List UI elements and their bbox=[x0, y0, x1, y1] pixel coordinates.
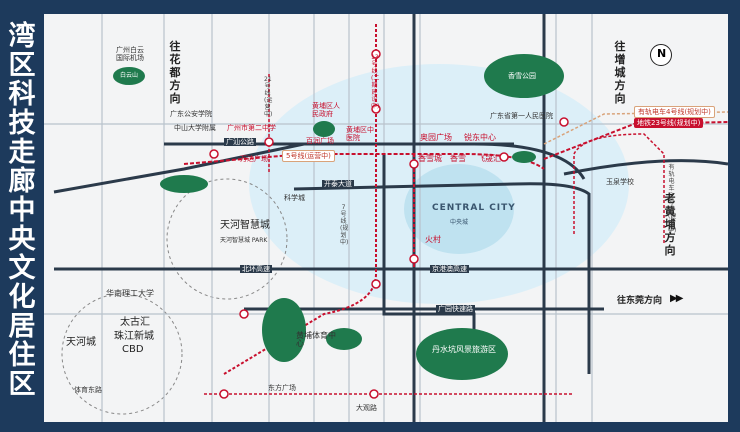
metro-tag-line7: 7号线(规划中) bbox=[340, 204, 349, 246]
district-cbd: CBD bbox=[122, 344, 144, 355]
zhihui-circle bbox=[166, 178, 288, 300]
compass-letter: N bbox=[657, 47, 667, 60]
project-name-cn: 中央城 bbox=[450, 219, 469, 226]
major-roads bbox=[53, 14, 728, 422]
cbd-circle bbox=[61, 293, 183, 415]
poi-hospital: 黄埔区中医院 bbox=[346, 126, 374, 142]
park-feixiang bbox=[512, 151, 536, 163]
park-huangpu bbox=[313, 121, 335, 137]
poi-aoyuan: 奥园广场 bbox=[420, 133, 452, 142]
compass: N bbox=[650, 44, 672, 66]
district-sports: 黄埔体育中心 bbox=[296, 331, 336, 348]
district-danshuikeng: 丹水坑风景旅游区 bbox=[432, 345, 496, 354]
metro-line7 bbox=[223, 24, 377, 375]
metro-tag-line13-vertical: 13号线(二期建设中) bbox=[371, 54, 380, 110]
poi-feixiang: 飞晟汇 bbox=[477, 154, 501, 163]
label-east1: 东方广场 bbox=[268, 384, 296, 392]
road-jingzhu: 京港澳高速 bbox=[430, 265, 469, 273]
park-xiangxue bbox=[484, 54, 564, 98]
dir-dongguan: 往东莞方向 bbox=[617, 296, 663, 306]
park-sports bbox=[262, 298, 306, 362]
label-hosp1: 广东省第一人民医院 bbox=[490, 112, 553, 120]
poi-xiangxuecheng: 香雪城 bbox=[418, 154, 442, 163]
metro-line13 bbox=[183, 153, 545, 170]
district-zhihui-park: 天河智慧城 PARK bbox=[220, 237, 268, 244]
metro-tag-line5: 5号线(运营中) bbox=[282, 150, 335, 162]
park-south bbox=[326, 328, 362, 350]
label-tyd: 体育东路 bbox=[74, 386, 102, 394]
tram-line4 bbox=[543, 111, 728, 145]
label-yuquan: 玉泉学校 bbox=[606, 178, 634, 186]
label-hs-university: 中山大学附属 bbox=[174, 124, 216, 132]
poi-wanda: 万达广场 bbox=[240, 155, 268, 163]
road-guangyuan: 广园快速路 bbox=[436, 305, 475, 313]
park-baiyun bbox=[113, 67, 145, 85]
poi-huocun: 火村 bbox=[425, 235, 441, 244]
road-kaitai: 开泰大道 bbox=[322, 180, 354, 188]
dir-zengcheng: 往增城方向 bbox=[614, 40, 626, 105]
metro-tag-line23: 地铁23号线(规划中) bbox=[634, 118, 704, 128]
arrow-right-icon: ▶▶ bbox=[670, 293, 683, 304]
metro-tag-line21: 21号线(运营中) bbox=[264, 76, 273, 118]
district-taiguhui: 太古汇 bbox=[120, 317, 150, 328]
metro-tag-tram2: 有轨电车2号线(建设中) bbox=[668, 164, 677, 234]
metro-tag-line4: 有轨电车4号线(规划中) bbox=[634, 106, 715, 118]
district-scut: 华南理工大学 bbox=[106, 289, 154, 298]
poi-xiangxue: 香雪 bbox=[450, 154, 466, 163]
stations bbox=[209, 49, 569, 399]
road-dongfang: 大观路 bbox=[356, 404, 377, 412]
park-xiangxue-label: 香雪公园 bbox=[508, 72, 536, 80]
side-title: 湾区科技走廊中央文化居住区 bbox=[8, 21, 36, 400]
poi-huangpu-gov: 黄埔区人民政府 bbox=[312, 102, 340, 118]
district-zhujiang: 珠江新城 bbox=[114, 331, 154, 342]
district-tianhecheng: 天河城 bbox=[66, 337, 96, 348]
map-canvas: N 往花都方向 往增城方向 老黄埔方向 往东莞方向 ▶▶ CENTRAL CIT… bbox=[44, 14, 728, 422]
park-west bbox=[160, 175, 208, 193]
district-zhihui: 天河智慧城 bbox=[220, 220, 270, 231]
label-airport: 广州白云国际机场 bbox=[116, 46, 144, 62]
label-ga: 广东公安学院 bbox=[170, 110, 212, 118]
side-banner: 湾区科技走廊中央文化居住区 bbox=[0, 0, 44, 432]
label-sci-park: 科学城 bbox=[284, 194, 305, 202]
road-beihuan: 北环高速 bbox=[240, 265, 272, 273]
park-baiyun-label: 白云山 bbox=[120, 72, 139, 79]
road-guangshan: 广汕公路 bbox=[224, 138, 256, 146]
map-svg bbox=[44, 14, 728, 422]
dir-huadu: 往花都方向 bbox=[169, 40, 181, 105]
project-name-en: CENTRAL CITY bbox=[432, 203, 516, 213]
poi-hs-no2: 广州市第二中学 bbox=[227, 124, 276, 132]
park-danshuikeng bbox=[416, 328, 508, 380]
poi-ruidong: 锐东中心 bbox=[464, 133, 496, 142]
dir-laohuangpu: 老黄埔方向 bbox=[664, 192, 676, 257]
tram-line2 bbox=[573, 133, 665, 244]
poi-bairun: 百润广场 bbox=[306, 137, 334, 145]
